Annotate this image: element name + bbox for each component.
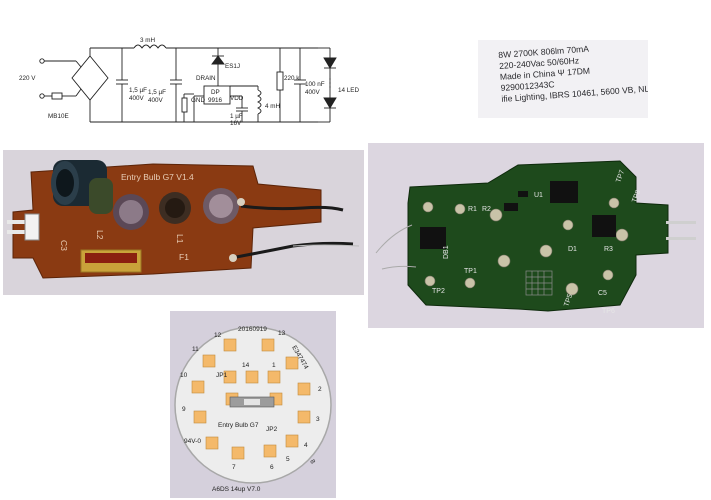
led-brand: A6DS 14up V7.0 xyxy=(212,486,261,493)
schematic-resistor: 220 k xyxy=(284,75,300,82)
schematic-inductor-2: 4 mH xyxy=(265,103,280,110)
schematic-drain: DRAIN xyxy=(196,75,216,82)
led-jp1: JP1 xyxy=(216,372,228,379)
led-jp2: JP2 xyxy=(266,426,278,433)
driver-board-top-photo: Entry Bulb G7 V1.4 L2 C3 L1 F1 xyxy=(3,150,364,295)
led-number: 2 xyxy=(318,386,322,393)
led-number: 6 xyxy=(270,464,274,471)
driver-board-bottom-photo: TP2 TP1 TP7 TP8 TP5 TP6 R1 R2 D1 U1 C5 R… xyxy=(368,143,704,328)
pcb-label-tp5: TP5 xyxy=(563,293,574,308)
schematic-led: 14 LED xyxy=(338,87,359,94)
pcb-label-d1: D1 xyxy=(568,246,577,253)
pcb-label-tp6: TP6 xyxy=(602,308,615,315)
schematic-gnd: GND xyxy=(191,97,205,104)
driver-top-title: Entry Bulb G7 V1.4 xyxy=(121,172,194,182)
schematic-cap1-voltage: 400V xyxy=(129,95,145,102)
schematic-cap-vdd-voltage: 16V xyxy=(230,120,242,127)
schematic-cap-out-voltage: 400V xyxy=(305,89,321,96)
pcb-label-db1: DB1 xyxy=(443,245,450,259)
driver-top-f1: F1 xyxy=(179,252,189,262)
led-number: 3 xyxy=(316,416,320,423)
led-cert: 94V-0 xyxy=(184,438,201,445)
schematic-diode: ES1J xyxy=(225,63,240,70)
led-ring xyxy=(191,338,311,460)
schematic-cap1-value: 1,5 µF xyxy=(129,87,147,94)
schematic-ic-line1: DP xyxy=(211,89,220,96)
schematic-cap-out-value: 100 nF xyxy=(305,81,325,88)
led-number: 13 xyxy=(278,330,286,337)
circuit-schematic: 220 V MB10E 3 mH 1,5 µF 400V 1,5 µF 400V… xyxy=(19,37,359,127)
pcb-label-r3: R3 xyxy=(604,246,613,253)
schematic-vdd: VDD xyxy=(230,95,244,102)
driver-top-l1: L1 xyxy=(175,234,185,244)
pcb-label-tp7: TP7 xyxy=(615,169,626,184)
pcb-label-r2: R2 xyxy=(482,206,491,213)
schematic-cap-vdd-value: 1 µF xyxy=(230,113,243,120)
led-number: 11 xyxy=(192,346,199,353)
schematic-cap2-voltage: 400V xyxy=(148,97,164,104)
schematic-rectifier: MB10E xyxy=(48,113,69,120)
rating-label: 8W 2700K 806lm 70mA 220-240Vac 50/60Hz M… xyxy=(478,40,648,118)
led-number: 14 xyxy=(242,362,250,369)
pcb-label-tp2: TP2 xyxy=(432,288,445,295)
pcb-label-u1: U1 xyxy=(534,192,543,199)
rating-label-lines: 8W 2700K 806lm 70mA 220-240Vac 50/60Hz M… xyxy=(498,40,648,105)
schematic-inductor-1: 3 mH xyxy=(140,37,155,44)
led-number: 12 xyxy=(214,332,222,339)
led-number: 8 xyxy=(308,459,316,466)
pcb-label-c5: C5 xyxy=(598,290,607,297)
schematic-vin: 220 V xyxy=(19,75,36,82)
schematic-cap2-value: 1,5 µF xyxy=(148,89,166,96)
led-number: 4 xyxy=(304,442,308,449)
led-number: 7 xyxy=(232,464,236,471)
driver-top-l2: L2 xyxy=(95,230,105,240)
led-title: Entry Bulb G7 xyxy=(218,422,259,429)
led-number: 5 xyxy=(286,456,290,463)
schematic-ic-line2: 9916 xyxy=(208,97,223,104)
pcb-label-tp1: TP1 xyxy=(464,268,477,275)
led-date: 20160919 xyxy=(238,326,267,333)
led-number: 10 xyxy=(180,372,188,379)
pcb-label-r1: R1 xyxy=(468,206,477,213)
pcb-label-tp8: TP8 xyxy=(631,189,642,204)
led-number: 9 xyxy=(182,406,186,413)
driver-top-c3: C3 xyxy=(59,240,69,251)
led-number: 1 xyxy=(272,362,276,369)
led-board-photo: 20160919 E347474 JP1 JP2 Entry Bulb G7 9… xyxy=(170,311,336,498)
